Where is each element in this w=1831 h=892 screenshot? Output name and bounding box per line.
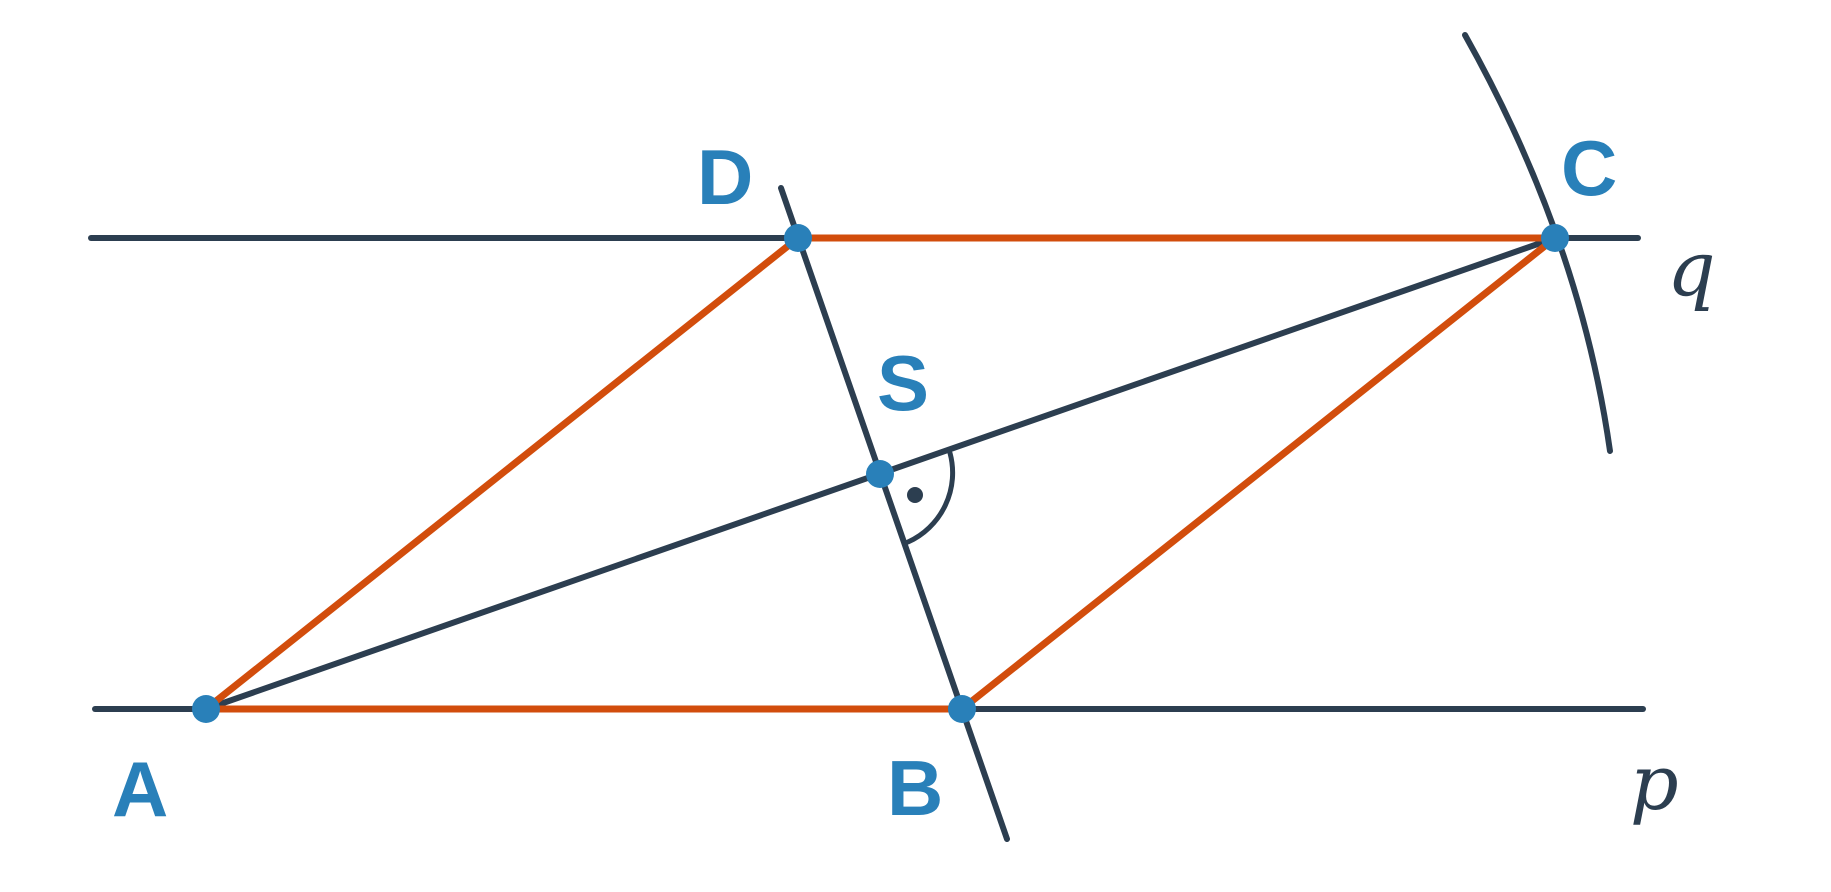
- perpendicular-line-db: [778, 185, 1010, 842]
- point-a: [192, 695, 220, 723]
- side-ad: [202, 234, 802, 713]
- label-line-q: q: [1667, 224, 1716, 313]
- point-d: [784, 224, 812, 252]
- side-bc: [958, 234, 1559, 713]
- point-b: [948, 695, 976, 723]
- label-s: S: [877, 339, 929, 427]
- label-b: B: [887, 744, 943, 832]
- label-d: D: [697, 133, 753, 221]
- point-c: [1541, 224, 1569, 252]
- label-c: C: [1561, 124, 1617, 212]
- label-line-p: p: [1630, 738, 1679, 827]
- point-s: [866, 460, 894, 488]
- right-angle-arc: [905, 450, 956, 545]
- right-angle-dot: [907, 487, 923, 503]
- label-a: A: [112, 745, 168, 833]
